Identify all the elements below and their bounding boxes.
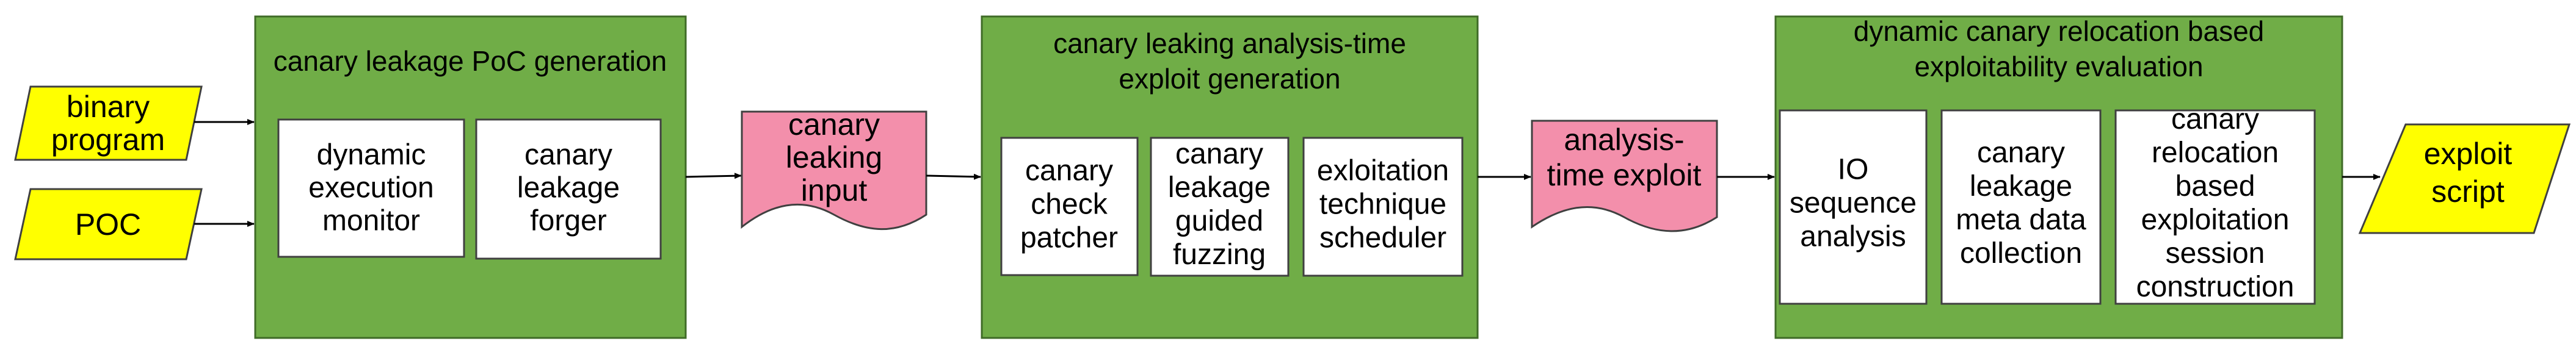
stage1-box-leakage-forger	[475, 118, 662, 260]
artifact2-label-line-2: time exploit	[1547, 158, 1702, 192]
artifact2-label: analysis-time exploit	[1547, 123, 1702, 192]
stage1-box2-label-line-1: canary	[524, 139, 612, 171]
stage1-box2-label-line-3: forger	[530, 205, 606, 237]
stage2-box-check-patcher	[1000, 137, 1139, 276]
stage1-box1-label-line-3: monitor	[322, 205, 420, 237]
stage2-title: canary leaking analysis-time exploit gene…	[1053, 27, 1406, 95]
binary-program-label-line-1: binary	[67, 90, 150, 124]
stage2-box1-label-line-3: patcher	[1020, 222, 1118, 254]
stage3-box1-label-line-1: IO	[1838, 154, 1869, 186]
exploit-script-output	[2358, 123, 2571, 234]
stage3-box-session-construction	[2114, 109, 2316, 305]
stage2-title-line-2: exploit generation	[1119, 63, 1340, 95]
binary-program-label-line-2: program	[51, 123, 165, 157]
stage3-box-meta-data	[1940, 109, 2102, 305]
stage2-box2-label-line-2: leakage	[1168, 171, 1271, 204]
stage3-box3-label-line-4: exploitation	[2141, 204, 2290, 236]
stage3-box2-label-line-3: meta data	[1956, 204, 2086, 236]
poc-label-line-1: POC	[75, 207, 141, 242]
stage3-box3-label-line-1: canary	[2171, 103, 2259, 135]
analysis-time-exploit-document	[1531, 120, 1718, 232]
stage2-box3-label-line-2: technique	[1319, 188, 1446, 221]
stage3-box1-label-line-3: analysis	[1800, 221, 1906, 253]
poc-label: POC	[75, 207, 141, 242]
stage2-box-technique-scheduler	[1302, 137, 1464, 277]
stage2-box2-label-line-1: canary	[1175, 138, 1263, 170]
artifact2-label-line-1: analysis-	[1564, 123, 1684, 157]
stage3-box3-label-line-6: construction	[2136, 271, 2295, 303]
stage3-box3-label-line-2: relocation	[2152, 137, 2279, 169]
stage2-box2-label-line-3: guided	[1175, 205, 1263, 237]
stage3-box3-label-line-3: based	[2175, 170, 2255, 203]
stage1-box-execution-monitor	[277, 118, 465, 258]
artifact1-label-line-1: canary	[788, 107, 880, 142]
stage2-box-guided-fuzzing	[1150, 137, 1290, 277]
stage1-title-line-1: canary leakage PoC generation	[274, 45, 667, 77]
stage2-box3-label-line-3: scheduler	[1319, 222, 1446, 254]
stage2-box3-label-line-1: exloitation	[1317, 155, 1449, 187]
artifact1-label-line-3: input	[801, 173, 868, 207]
stage3-title: dynamic canary relocation based exploitab…	[1854, 15, 2264, 82]
canary-leaking-input-document	[741, 110, 927, 231]
stage1-title: canary leakage PoC generation	[274, 45, 667, 77]
stage3-box2-label-line-4: collection	[1960, 237, 2082, 270]
stage1-box1-label-line-2: execution	[308, 172, 434, 204]
stage2-title-line-1: canary leaking analysis-time	[1053, 27, 1406, 59]
stage3-box2-label-line-1: canary	[1977, 137, 2065, 169]
stage3-box3-label-line-5: session	[2166, 237, 2265, 270]
stage2-box1-label-line-2: check	[1031, 188, 1108, 221]
binary-program-input	[14, 85, 203, 161]
arrow-artifact1-to-stage2	[926, 173, 981, 180]
artifact1-label-line-2: leaking	[786, 140, 882, 174]
stage3-box1-label-line-2: sequence	[1790, 187, 1917, 220]
poc-input	[14, 188, 203, 260]
stage3-title-line-1: dynamic canary relocation based	[1854, 15, 2264, 47]
stage3-box2-label-line-2: leakage	[1970, 170, 2072, 203]
stage3-box-io-sequence	[1779, 109, 1928, 305]
stage2-box1-label-line-1: canary	[1025, 155, 1113, 187]
stage1-box2-label-line-2: leakage	[517, 172, 620, 204]
stage2-box2-label-line-4: fuzzing	[1173, 238, 1266, 271]
stage3-title-line-2: exploitability evaluation	[1914, 51, 2203, 82]
output-label-line-1: exploit	[2424, 137, 2513, 171]
arrow-stage1-to-artifact1	[685, 173, 742, 179]
output-label-line-2: script	[2431, 174, 2505, 209]
stage1-box1-label-line-1: dynamic	[317, 139, 426, 171]
